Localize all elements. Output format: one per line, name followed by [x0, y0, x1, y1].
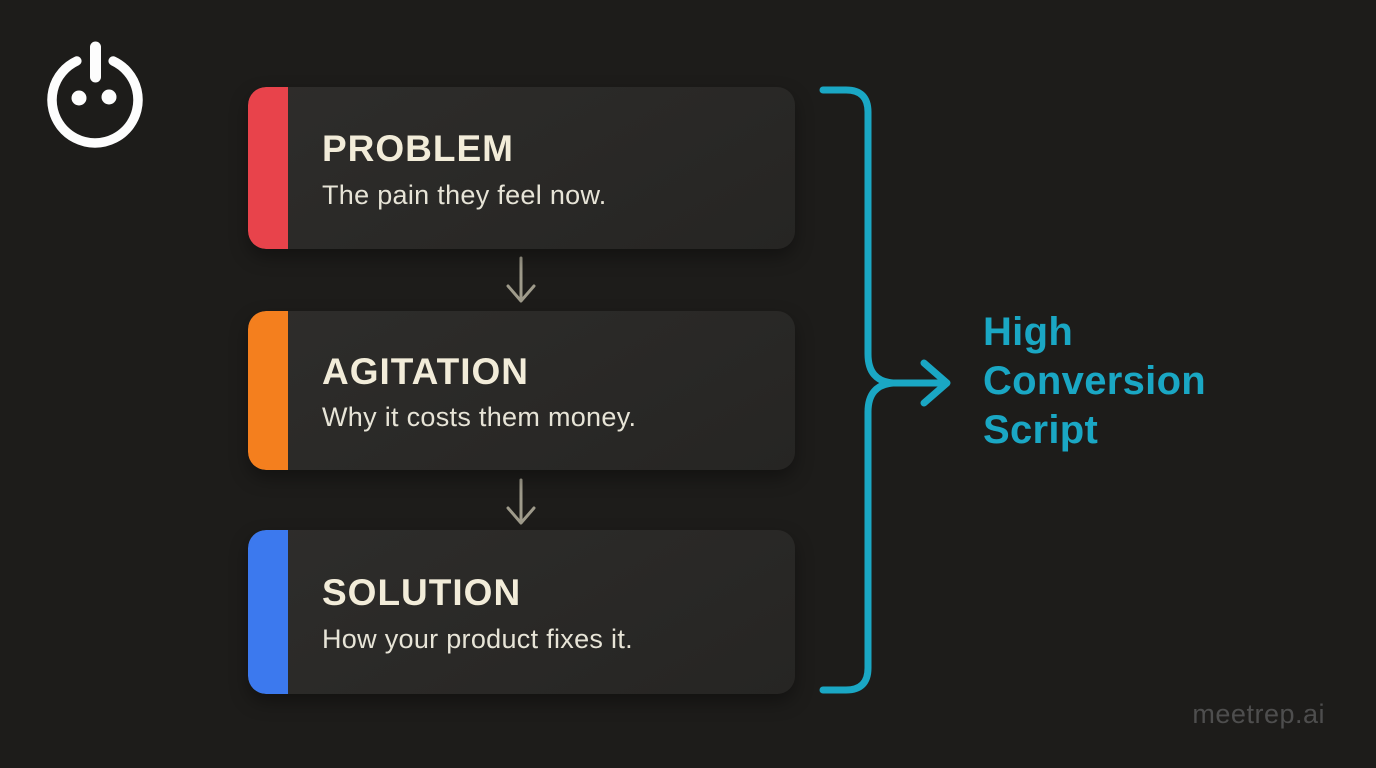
card-body: SOLUTION How your product fixes it. [288, 530, 795, 694]
watermark: meetrep.ai [1192, 699, 1325, 729]
card-subtitle: The pain they feel now. [322, 179, 607, 210]
down-arrow-icon [506, 256, 536, 303]
card-subtitle: How your product fixes it. [322, 623, 633, 654]
down-arrow-icon [506, 478, 536, 525]
card-title: AGITATION [322, 350, 529, 392]
step-card-solution: SOLUTION How your product fixes it. [248, 530, 795, 694]
card-title: PROBLEM [322, 128, 514, 170]
card-accent-bar [248, 87, 288, 249]
card-body: AGITATION Why it costs them money. [288, 311, 795, 470]
card-subtitle: Why it costs them money. [322, 402, 637, 433]
step-card-agitation: AGITATION Why it costs them money. [248, 311, 795, 470]
card-title: SOLUTION [322, 572, 522, 614]
card-accent-bar [248, 530, 288, 694]
card-accent-bar [248, 311, 288, 470]
result-label: High Conversion Script [983, 310, 1207, 452]
power-icon [47, 41, 143, 148]
step-card-problem: PROBLEM The pain they feel now. [248, 87, 795, 249]
brace-arrow-icon [819, 86, 951, 694]
card-body: PROBLEM The pain they feel now. [288, 87, 795, 249]
